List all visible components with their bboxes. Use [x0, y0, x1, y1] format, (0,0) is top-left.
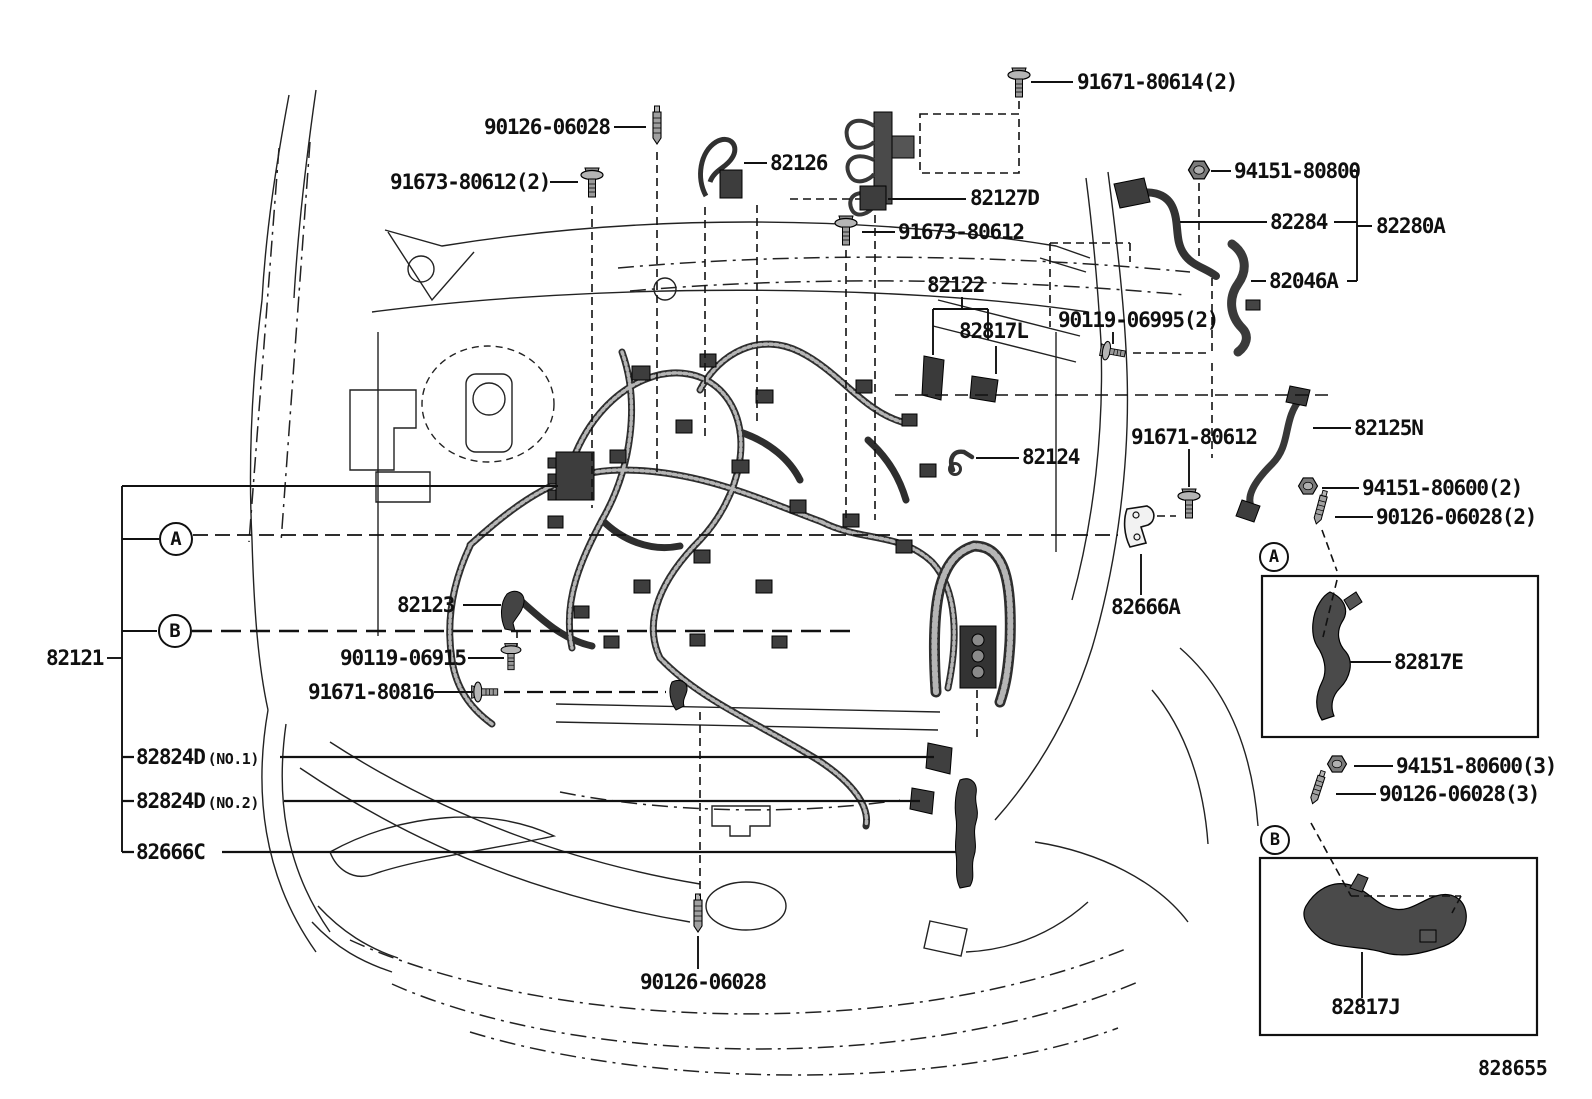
part-label-82817l: 82817L [959, 319, 1029, 343]
diagram-code: 828655 [1478, 1056, 1548, 1080]
part-label-82280a: 82280A [1376, 214, 1446, 238]
part-82817j-protector [1303, 873, 1467, 956]
harness-connectors [547, 353, 997, 689]
part-label-82817j: 82817J [1331, 995, 1401, 1019]
part-91671-80614-bolt [1007, 67, 1031, 98]
part-label-91671-80614-x2: 91671-80614(2) [1077, 70, 1238, 94]
part-label-82666a: 82666A [1111, 595, 1181, 619]
part-90119-06915-bolt [500, 643, 522, 671]
part-82666a-bracket [1123, 505, 1155, 548]
part-label-82284: 82284 [1270, 210, 1328, 234]
part-82123-clip [501, 590, 525, 632]
part-label-91673-80612: 91673-80612 [898, 220, 1025, 244]
part-91671-80612-bolt [1177, 488, 1201, 519]
body-dash-dot-lines [248, 141, 1191, 1076]
part-82824d-connectors [909, 742, 953, 815]
part-label-91671-80612: 91671-80612 [1131, 425, 1258, 449]
part-90126-06028-bottom-bolt [693, 893, 703, 933]
leader-lines [107, 81, 1393, 998]
part-90126-06028-top-bolt [652, 105, 662, 145]
part-label-82124: 82124 [1022, 445, 1080, 469]
part-label-82123: 82123 [397, 593, 455, 617]
part-label-82126: 82126 [770, 151, 828, 175]
part-number-suffix: (NO.1) [207, 750, 260, 768]
part-82127d-harness [844, 111, 915, 217]
part-82817e-protector [1312, 591, 1363, 721]
car-body-outline [249, 89, 1259, 973]
part-82125n-wire [1235, 385, 1311, 523]
part-82126-connector [698, 136, 743, 199]
part-label-90126-06028-x2: 90126-06028(2) [1376, 505, 1537, 529]
dashed-locator-lines [516, 101, 1462, 914]
part-label-82817e: 82817E [1394, 650, 1464, 674]
part-90126-06028x3-bolt [1308, 769, 1328, 806]
part-82046a-wire [1227, 239, 1261, 357]
part-label-82127d: 82127D [970, 186, 1040, 210]
part-label-94151-80800: 94151-80800 [1234, 159, 1361, 183]
part-number: 82824D [136, 789, 206, 813]
part-label-82046a: 82046A [1269, 269, 1339, 293]
part-label-90119-06995-x2: 90119-06995(2) [1058, 308, 1219, 332]
part-label-90119-06915: 90119-06915 [340, 646, 467, 670]
part-91673-80612-bolt [834, 215, 858, 246]
part-91673-80612x2-bolt [580, 167, 604, 198]
strut-tower-dashed-circle [421, 345, 555, 463]
part-label-82666c: 82666C [136, 840, 206, 864]
part-82124-wire [948, 449, 975, 476]
part-label-82122: 82122 [927, 273, 985, 297]
part-label-90126-06028-x3: 90126-06028(3) [1379, 782, 1540, 806]
part-label-90126-06028-bottom: 90126-06028 [640, 970, 767, 994]
part-82666c-protector [954, 778, 978, 889]
part-82284-cable [1113, 177, 1220, 280]
part-82122-wires [921, 355, 999, 403]
section-marker-b-left: B [158, 614, 192, 648]
part-label-82125n: 82125N [1354, 416, 1424, 440]
part-label-90126-06028-top: 90126-06028 [484, 115, 611, 139]
part-label-91673-80612-x2: 91673-80612(2) [390, 170, 551, 194]
part-label-91671-80816: 91671-80816 [308, 680, 435, 704]
part-94151-80600x2-nut [1297, 477, 1319, 495]
section-marker-a-right: A [1259, 542, 1289, 572]
part-number-suffix: (NO.2) [207, 794, 260, 812]
part-90126-06028x2-bolt [1312, 489, 1330, 526]
part-number: 82824D [136, 745, 206, 769]
part-label-94151-80600-x3: 94151-80600(3) [1396, 754, 1557, 778]
part-91671-80816-bolt [471, 681, 499, 703]
detail-box-a [1260, 574, 1540, 739]
part-label-94151-80600-x2: 94151-80600(2) [1362, 476, 1523, 500]
part-94151-80600x3-nut [1326, 755, 1348, 773]
detail-box-b [1258, 856, 1539, 1037]
part-94151-80800-nut [1187, 160, 1211, 180]
section-marker-a-left: A [159, 522, 193, 556]
part-label-82824d-no2: 82824D(NO.2) [136, 789, 259, 813]
part-ground-clip [669, 679, 688, 711]
wiring-harness-artwork [446, 340, 1016, 830]
part-82121-connector [547, 451, 595, 501]
section-marker-b-right: B [1260, 825, 1290, 855]
part-label-82121: 82121 [46, 646, 104, 670]
part-label-82824d-no1: 82824D(NO.1) [136, 745, 259, 769]
